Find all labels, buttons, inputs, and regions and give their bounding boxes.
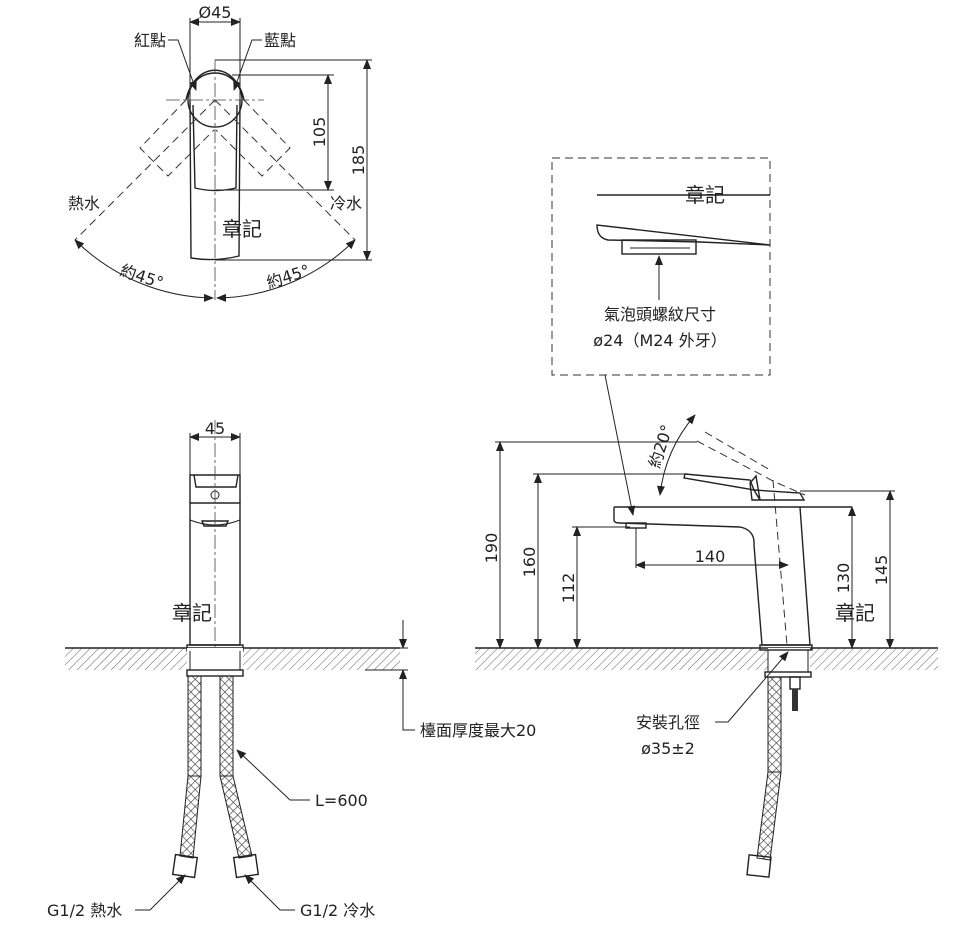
diameter-label: Ø45 — [199, 3, 232, 22]
cold-nut — [232, 853, 260, 879]
red-dot-label: 紅點 — [134, 31, 166, 50]
dim-190: 190 — [482, 533, 501, 564]
dim-145: 145 — [872, 555, 891, 586]
top-view: Ø45 紅點 藍點 熱水 冷水 章記 約45° 約45° 105 185 — [68, 3, 372, 302]
dim-160: 160 — [520, 547, 539, 578]
mark-label-side: 章記 — [835, 601, 875, 625]
handle-hot-position — [139, 99, 215, 177]
angle-label: 約20° — [645, 422, 677, 470]
angle-right-label: 約45° — [264, 261, 312, 293]
cold-inlet-label: G1/2 冷水 — [300, 901, 375, 920]
hot-water-label: 熱水 — [68, 194, 100, 213]
mark-label-detail: 章記 — [685, 183, 725, 207]
hole-size-label: ø35±2 — [641, 739, 695, 758]
faucet-body-side — [613, 506, 852, 646]
dim-140: 140 — [695, 547, 726, 566]
hose-length-label: L=600 — [315, 791, 368, 810]
mark-label: 章記 — [222, 217, 262, 241]
aerator-label: 氣泡頭螺紋尺寸 — [604, 305, 716, 324]
hot-inlet-label: G1/2 熱水 — [47, 901, 122, 920]
cold-water-label: 冷水 — [330, 194, 362, 213]
countertop-side — [475, 648, 938, 670]
side-view: 章記 氣泡頭螺紋尺寸 ø24（M24 外牙） 約20° 190 160 112 … — [475, 157, 938, 878]
hole-label: 安裝孔徑 — [636, 713, 700, 732]
mark-label-front: 章記 — [172, 601, 212, 625]
cold-hose — [219, 675, 234, 777]
hot-nut — [171, 853, 199, 879]
angle-left-label: 約45° — [118, 261, 166, 293]
dim-105: 105 — [310, 117, 329, 148]
blue-dot-label: 藍點 — [264, 31, 296, 50]
aerator-detail-spout — [596, 194, 771, 246]
dim-130: 130 — [834, 563, 853, 594]
dim-112: 112 — [559, 573, 578, 604]
hot-hose — [187, 675, 202, 777]
handle-cold-position — [215, 99, 291, 177]
front-view: 45 章記 檯面厚度最大20 L=600 G1/2 熱水 G1/2 冷水 — [47, 419, 536, 920]
aerator-detail-box — [551, 157, 771, 376]
dim-185: 185 — [349, 145, 368, 176]
counter-thickness-label: 檯面厚度最大20 — [420, 721, 536, 740]
aerator-size-label: ø24（M24 外牙） — [593, 331, 726, 350]
